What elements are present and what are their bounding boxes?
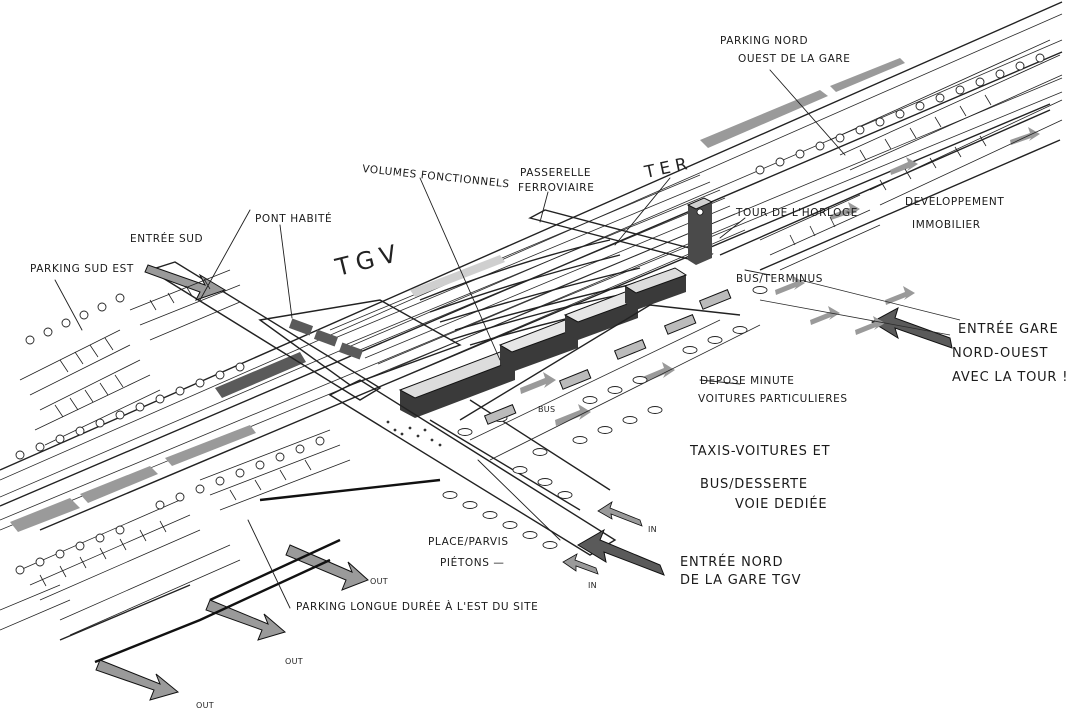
label-bus-small: BUS: [538, 405, 555, 414]
road-arrows: [59, 109, 1061, 701]
label-entree-nord-2: DE LA GARE TGV: [680, 573, 801, 588]
label-entree-gare-no-2: NORD-OUEST: [952, 346, 1048, 361]
label-out-1: OUT: [370, 577, 388, 586]
label-bus-terminus: BUS/TERMINUS: [736, 273, 823, 285]
label-taxis-2: BUS/DESSERTE: [700, 477, 808, 492]
label-depose-minute-2: VOITURES PARTICULIERES: [698, 393, 848, 405]
label-entree-gare-no-1: ENTRÉE GARE: [958, 321, 1059, 337]
label-passerelle-1: PASSERELLE: [520, 167, 591, 179]
label-pont-habite: PONT HABITÉ: [255, 212, 332, 225]
label-depose-minute-1: DEPOSE MINUTE: [700, 375, 795, 387]
station-complex: [148, 197, 714, 556]
trains: [10, 58, 905, 532]
label-parking-nord-ouest-1: PARKING NORD: [720, 35, 808, 47]
label-tour-horloge: TOUR DE L'HORLOGE: [735, 207, 858, 219]
label-developpement-2: IMMOBILIER: [912, 219, 981, 231]
labels: PARKING NORD OUEST DE LA GARE VOLUMES FO…: [30, 35, 1068, 710]
label-volumes-fonctionnels: VOLUMES FONCTIONNELS: [362, 163, 511, 190]
rail-corridor: [0, 1, 1063, 531]
label-parking-nord-ouest-2: OUEST DE LA GARE: [738, 53, 851, 65]
label-in-1: IN: [648, 525, 657, 534]
label-place-parvis-2: PIÉTONS —: [440, 556, 505, 569]
label-parking-longue-duree: PARKING LONGUE DURÉE À L'EST DU SITE: [296, 600, 538, 613]
parking-lots: [0, 39, 1063, 636]
buses: [483, 289, 732, 425]
label-taxis-1: TAXIS-VOITURES ET: [689, 444, 830, 459]
label-out-2: OUT: [285, 657, 303, 666]
pedestrians: [386, 420, 442, 447]
label-passerelle-2: FERROVIAIRE: [518, 182, 594, 194]
label-tgv: TGV: [332, 238, 405, 282]
label-parking-sud-est: PARKING SUD EST: [30, 263, 134, 275]
tree-rows: [15, 53, 1045, 575]
label-developpement-1: DEVELOPPEMENT: [905, 196, 1004, 208]
label-entree-gare-no-3: AVEC LA TOUR !: [952, 370, 1068, 385]
label-out-3: OUT: [196, 701, 214, 710]
label-entree-sud: ENTRÉE SUD: [130, 232, 203, 245]
label-place-parvis-1: PLACE/PARVIS: [428, 536, 509, 548]
label-entree-nord-1: ENTRÉE NORD: [680, 554, 783, 570]
leader-lines: [54, 69, 846, 609]
label-taxis-3: VOIE DEDIÉE: [735, 496, 827, 512]
label-in-2: IN: [588, 581, 597, 590]
